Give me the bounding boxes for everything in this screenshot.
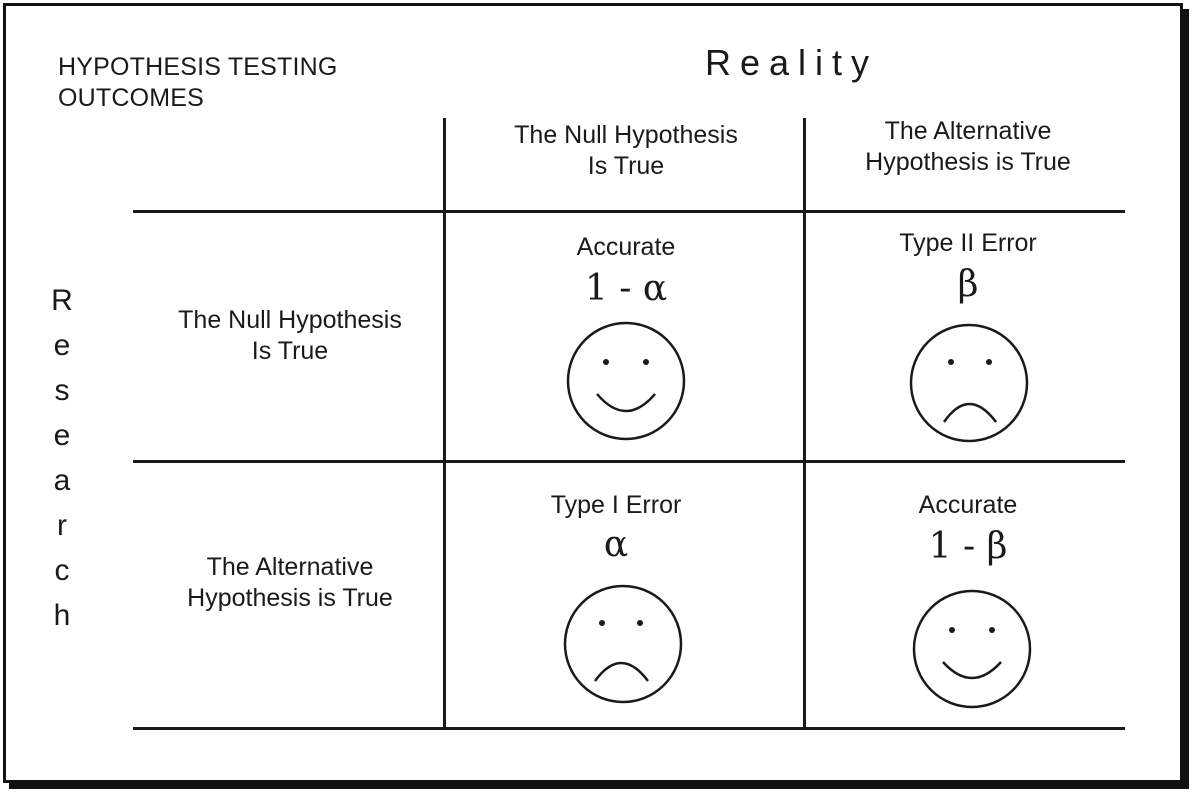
row-header-alternative-line-1: The Alternative — [206, 553, 374, 581]
grid-line-right — [803, 118, 806, 730]
row-header-null-line-1: The Null Hypothesis — [178, 306, 402, 334]
column-header-alternative: The Alternative Hypothesis is True — [808, 116, 1128, 179]
column-header-alternative-line-1: The Alternative — [884, 117, 1052, 145]
research-axis-letter: c — [54, 554, 70, 587]
research-axis-letter: r — [57, 509, 67, 542]
title-line-1: HYPOTHESIS TESTING — [58, 53, 338, 81]
smiley-face-icon — [566, 321, 686, 441]
cell-alt-null-label: Type I Error — [550, 491, 682, 519]
grid-line-middle — [133, 460, 1125, 463]
research-axis-letter: s — [54, 374, 70, 407]
smiley-face-icon — [912, 589, 1032, 709]
frowning-face-icon — [563, 584, 683, 704]
row-header-null-line-2: Is True — [251, 337, 329, 366]
cell-null-null-symbol: 1 - α — [584, 268, 668, 309]
cell-alt-alt-label: Accurate — [918, 491, 1018, 519]
cell-null-alt-label: Type II Error — [899, 229, 1037, 257]
research-axis-letter: e — [53, 329, 71, 362]
reality-axis-label: Reality — [705, 42, 879, 83]
column-header-null-line-1: The Null Hypothesis — [514, 121, 738, 149]
row-header-null: The Null Hypothesis Is True — [135, 305, 445, 368]
cell-null-null-label: Accurate — [576, 233, 676, 261]
row-header-alternative: The Alternative Hypothesis is True — [135, 552, 445, 615]
cell-alt-null-symbol: α — [603, 524, 629, 565]
research-axis-letter: a — [53, 464, 71, 497]
research-axis-letter: h — [53, 599, 71, 632]
row-header-alternative-line-2: Hypothesis is True — [187, 584, 393, 613]
column-header-null-line-2: Is True — [587, 152, 665, 181]
cell-null-alt-symbol: β — [957, 264, 979, 305]
grid-line-bottom — [133, 727, 1125, 730]
title-line-2: OUTCOMES — [58, 84, 205, 113]
diagram-title: HYPOTHESIS TESTING OUTCOMES — [58, 52, 338, 115]
column-header-null: The Null Hypothesis Is True — [448, 120, 804, 183]
column-header-alternative-line-2: Hypothesis is True — [865, 148, 1071, 177]
cell-alt-alt-symbol: 1 - β — [928, 526, 1008, 567]
grid-line-top — [133, 210, 1125, 213]
figure-frame — [3, 3, 1183, 783]
research-axis-letter: R — [51, 284, 73, 317]
grid-line-left — [443, 118, 446, 730]
frowning-face-icon — [909, 323, 1029, 443]
research-axis-letter: e — [53, 419, 71, 452]
